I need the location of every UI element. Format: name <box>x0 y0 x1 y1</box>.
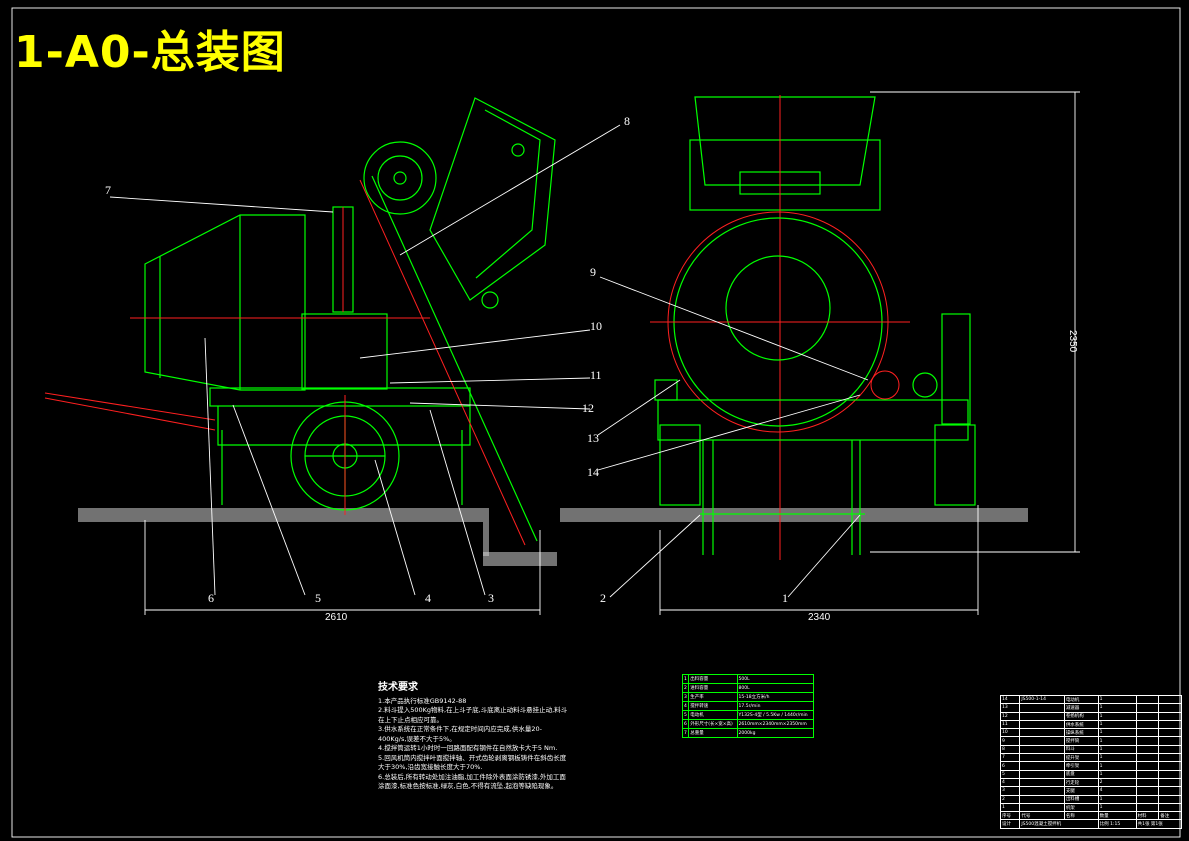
part-label-3: 3 <box>488 591 494 605</box>
note-line: 3.供水系统在正常条件下,在规定时间内应完成,供水量20-400Kg/s,误差不… <box>378 725 542 743</box>
part-label-14: 14 <box>587 465 599 479</box>
part-label-6: 6 <box>208 591 214 605</box>
part-label-4: 4 <box>425 591 431 605</box>
note-line: 4.搅拌筒运转1小时时一回路面配有钢件在自然放卡大于5 Nm. <box>378 744 558 752</box>
part-label-9: 9 <box>590 265 596 279</box>
note-line: 1.本产品执行标准GB9142-88 <box>378 696 467 705</box>
part-label-2: 2 <box>600 591 606 605</box>
part-label-10: 10 <box>590 319 602 333</box>
chassis-side <box>209 387 471 407</box>
drawing-title: 1-A0-总装图 <box>14 27 286 78</box>
technical-requirements: 技术要求 1.本产品执行标准GB9142-88 2.料斗提入500Kg物料,在上… <box>378 683 568 792</box>
dim-width: 2340 <box>808 612 831 623</box>
note-line: 2.料斗提入500Kg物料,在上斗子底,斗底离止动料斗悬挂止动,料斗在上下止点相… <box>378 706 568 724</box>
hoist-sheave <box>363 141 437 215</box>
part-label-8: 8 <box>624 114 630 128</box>
part-label-7: 7 <box>105 183 111 197</box>
dim-length: 2610 <box>325 612 348 623</box>
note-line: 5.回风机筒内搅拌叶面搅拌轴、开式齿轮剥离钢板铸件在斜齿长度大于30%,沿齿宽接… <box>378 753 567 772</box>
part-label-5: 5 <box>315 591 321 605</box>
chassis-front <box>657 399 969 441</box>
notes-heading: 技术要求 <box>378 682 418 693</box>
part-label-12: 12 <box>582 401 594 415</box>
hopper <box>429 97 556 301</box>
drawing-border <box>11 7 1181 838</box>
part-label-13: 13 <box>587 431 599 445</box>
part-label-11: 11 <box>590 368 602 382</box>
mixing-drum-side <box>144 214 306 391</box>
note-line: 6.总装后,所有转动处加注油脂,加工件除外表面涂防锈漆,外加工面涂面漆,标准色按… <box>378 772 566 791</box>
ground-right <box>560 508 1028 522</box>
motor-housing <box>301 313 388 390</box>
hopper-front <box>694 96 876 186</box>
bom-header: 序号代号名称数量材料备注 <box>999 811 1182 821</box>
side-view: 2610 <box>44 97 557 623</box>
front-view: 2340 2350 <box>560 91 1080 623</box>
ground-left <box>78 508 483 522</box>
part-label-1: 1 <box>782 591 788 605</box>
dim-height: 2350 <box>1067 330 1078 353</box>
